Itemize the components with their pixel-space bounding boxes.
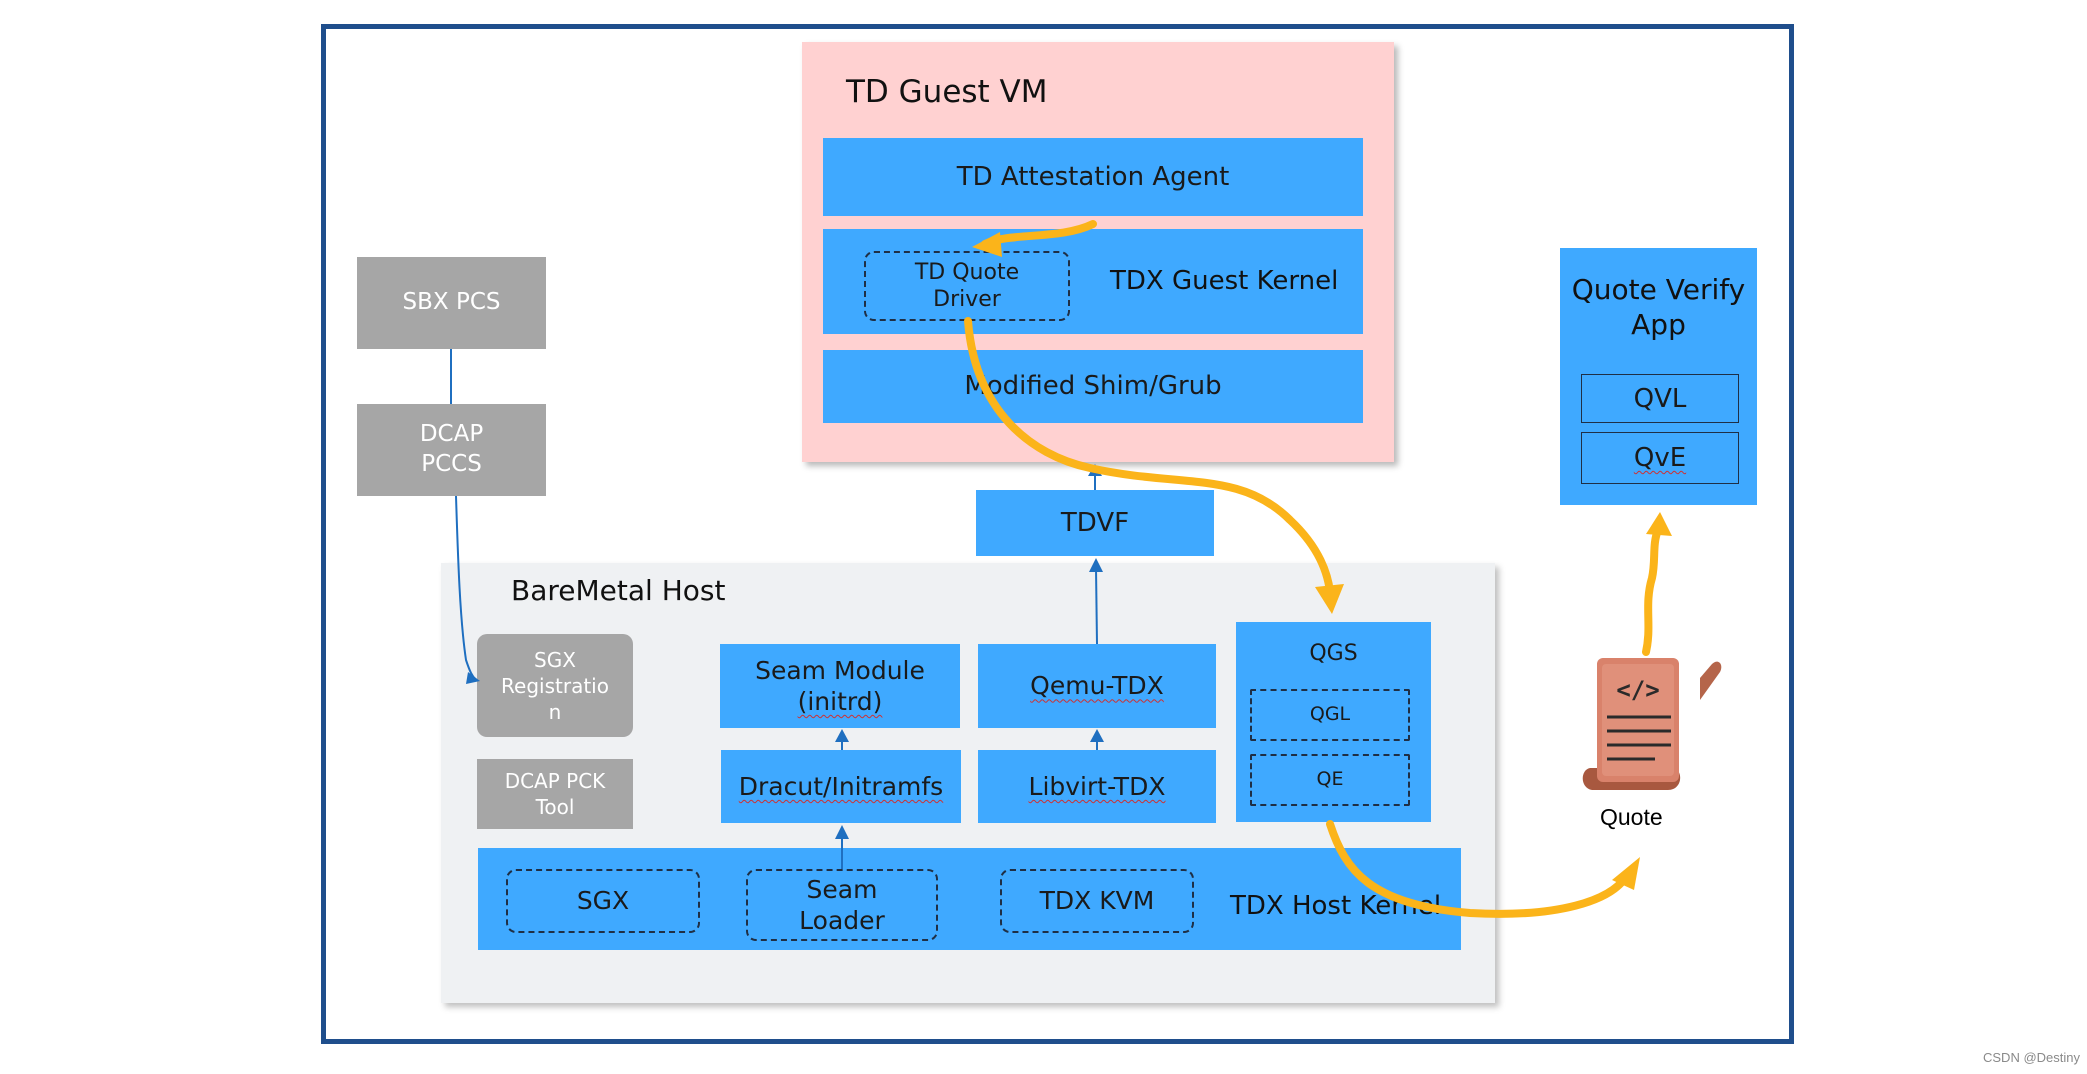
tdvf-box: TDVF (976, 490, 1214, 556)
driver-to-qgs-arrowhead (1315, 584, 1344, 614)
quote-verify-title-line1: Quote Verify (1571, 273, 1746, 306)
qe-box: QE (1250, 754, 1410, 806)
qvl-box: QVL (1581, 374, 1739, 423)
dcap-pck-tool: DCAP PCK Tool (477, 759, 633, 829)
pccs-arrowhead (466, 672, 480, 684)
modified-shim-grub: Modified Shim/Grub (823, 350, 1363, 423)
td-attestation-agent: TD Attestation Agent (823, 138, 1363, 216)
quote-driver-line2: Driver (933, 287, 1001, 312)
svg-text:</>: </> (1616, 676, 1659, 704)
qgl-box: QGL (1250, 689, 1410, 741)
dracut-arrowhead (835, 729, 849, 742)
libvirt-tdx: Libvirt-TDX (978, 750, 1216, 823)
qemu-tdx: Qemu-TDX (978, 644, 1216, 728)
libvirt-label: Libvirt-TDX (1028, 771, 1166, 801)
dcap-pck-line2: Tool (535, 795, 575, 819)
seam-loader: Seam Loader (746, 869, 938, 941)
qemu-arrowhead (1089, 558, 1103, 572)
qgs-to-quote-arrowhead (1612, 857, 1640, 890)
tdx-kvm: TDX KVM (1000, 869, 1194, 933)
quote-verify-title: Quote Verify App (1560, 272, 1757, 342)
qemu-to-tdvf-line (1095, 567, 1098, 645)
sgx-registration-line1: SGX (534, 647, 576, 672)
qgs-label: QGS (1309, 641, 1358, 666)
qve-label: QvE (1633, 443, 1687, 473)
driver-to-qgs-flow (964, 317, 1334, 596)
sbx-pcs: SBX PCS (357, 257, 546, 349)
quote-verify-title-line2: App (1631, 308, 1686, 341)
dcap-pccs: DCAP PCCS (357, 404, 546, 496)
host-title: BareMetal Host (511, 574, 726, 607)
seam-module-line2: (initrd) (797, 687, 883, 716)
pccs-to-registration-line (455, 495, 477, 681)
quote-to-verify-flow (1642, 526, 1662, 656)
host-kernel-label: TDX Host Kernel (1230, 891, 1442, 921)
sgx-registration-line2: Registratio (501, 673, 609, 698)
qemu-label: Qemu-TDX (1030, 671, 1164, 701)
quote-label: Quote (1600, 804, 1663, 830)
dracut-label: Dracut/Initramfs (738, 771, 944, 801)
agent-to-driver-arrowhead (972, 232, 1002, 257)
dcap-pccs-line2: PCCS (421, 451, 482, 477)
guest-vm-title: TD Guest VM (846, 74, 1048, 110)
sgx-registration: SGX Registratio n (477, 634, 633, 737)
dracut-initramfs: Dracut/Initramfs (721, 750, 961, 823)
seam-module: Seam Module (initrd) (720, 644, 960, 728)
dcap-pck-line1: DCAP PCK (504, 769, 606, 793)
dcap-pccs-line1: DCAP (419, 421, 484, 448)
quote-driver-line1: TD Quote (914, 259, 1020, 285)
tdx-guest-kernel (823, 229, 1363, 334)
loader-arrowhead (835, 825, 849, 839)
sgx-driver: SGX (506, 869, 700, 933)
qve-box: QvE (1581, 432, 1739, 484)
seam-module-line1: Seam Module (755, 655, 925, 685)
agent-to-driver-flow (981, 220, 1097, 248)
watermark: CSDN @Destiny (1983, 1050, 2080, 1065)
guest-kernel-label: TDX Guest Kernel (1110, 266, 1339, 296)
qgs-to-quote-flow (1326, 820, 1629, 918)
quote-verify-app (1560, 248, 1757, 505)
sgx-registration-line3: n (548, 699, 562, 724)
seam-loader-line2: Loader (799, 906, 885, 935)
code-document-icon: </> (1582, 658, 1722, 790)
libvirt-arrowhead (1090, 729, 1104, 742)
tdx-host-kernel (478, 848, 1461, 950)
qgs-box: QGS (1236, 622, 1431, 822)
seam-loader-line1: Seam (806, 874, 878, 904)
quote-to-verify-arrowhead (1646, 512, 1672, 536)
